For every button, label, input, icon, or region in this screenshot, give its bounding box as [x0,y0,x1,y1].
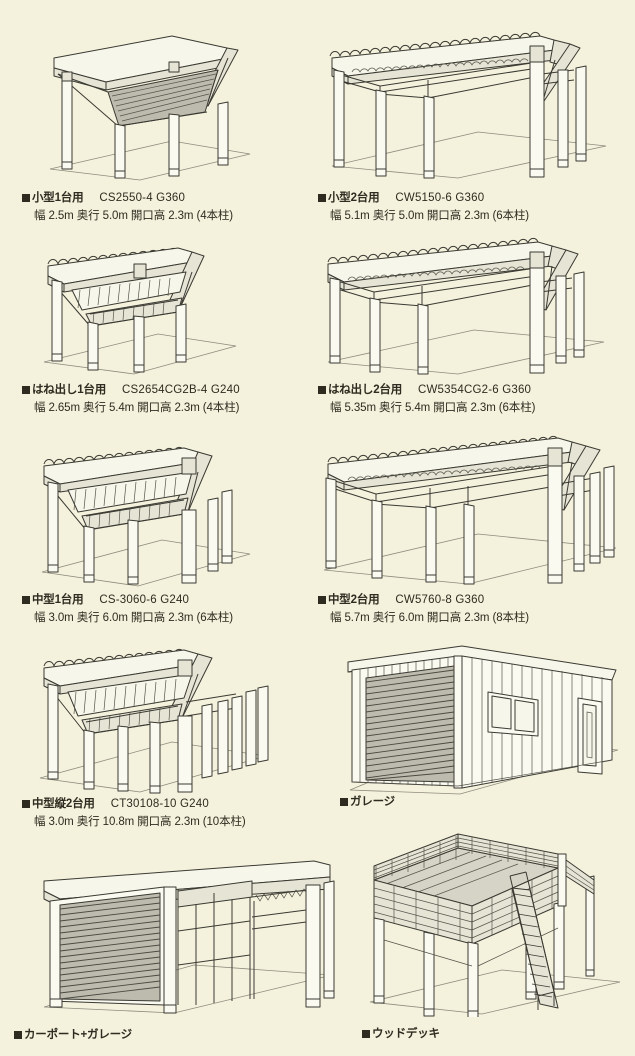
caption-garage: ガレージ [340,794,395,812]
bullet-icon [22,386,30,395]
product-cell-garage[interactable]: ガレージ [340,640,630,812]
illustration-carport-medium-1car [22,428,272,588]
caption-cw5354: はね出し2台用 CW5354CG2-6 G360 幅 5.35m 奥行 5.4m … [318,382,535,418]
illustration-carport-medium-2car [318,428,628,588]
caption-cs2550: 小型1台用 CS2550-4 G360 幅 2.5m 奥行 5.0m 開口高 2.… [22,190,233,226]
product-specs: 幅 5.1m 奥行 5.0m 開口高 2.3m (6本柱) [330,210,530,223]
product-name: はね出し1台用 [32,384,106,397]
product-cell-cs2550[interactable]: 小型1台用 CS2550-4 G360 幅 2.5m 奥行 5.0m 開口高 2.… [22,14,302,226]
product-code: CS-3060-6 G240 [99,594,190,607]
product-name: はね出し2台用 [328,384,402,397]
bullet-icon [318,596,326,605]
product-code: CW5354CG2-6 G360 [418,384,532,397]
caption-carport-garage: カーポート+ガレージ [14,1027,132,1045]
bullet-icon [22,596,30,605]
bullet-icon [318,194,326,203]
illustration-garage [340,640,625,795]
product-cell-cs2654[interactable]: はね出し1台用 CS2654CG2B-4 G240 幅 2.65m 奥行 5.4m… [22,226,312,418]
product-specs: 幅 2.5m 奥行 5.0m 開口高 2.3m (4本柱) [34,210,234,223]
product-cell-wood-deck[interactable]: ウッドデッキ [362,832,634,1044]
illustration-carport-plus-garage [14,855,344,1015]
caption-cs2654: はね出し1台用 CS2654CG2B-4 G240 幅 2.65m 奥行 5.4m… [22,382,240,418]
caption-cw5150: 小型2台用 CW5150-6 G360 幅 5.1m 奥行 5.0m 開口高 2.… [318,190,529,226]
product-name: 中型縦2台用 [32,798,95,811]
product-name: 小型2台用 [328,192,380,205]
product-specs: 幅 3.0m 奥行 6.0m 開口高 2.3m (6本柱) [34,612,234,625]
product-specs: 幅 5.35m 奥行 5.4m 開口高 2.3m (6本柱) [330,402,536,415]
illustration-carport-small-2car [318,14,618,182]
product-cell-cs3060[interactable]: 中型1台用 CS-3060-6 G240 幅 3.0m 奥行 6.0m 開口高 2… [22,428,312,628]
product-cell-ct30108[interactable]: 中型縦2台用 CT30108-10 G240 幅 3.0m 奥行 10.8m 開口… [22,632,322,832]
product-name: 小型1台用 [32,192,84,205]
illustration-carport-medium-tandem-2car [22,632,287,794]
product-name: 中型1台用 [32,594,84,607]
product-code: CS2654CG2B-4 G240 [122,384,240,397]
product-cell-carport-garage[interactable]: カーポート+ガレージ [14,855,344,1045]
product-specs: 幅 2.65m 奥行 5.4m 開口高 2.3m (4本柱) [34,402,240,415]
product-code: CW5150-6 G360 [395,192,485,205]
bullet-icon [22,194,30,203]
product-specs: 幅 5.7m 奥行 6.0m 開口高 2.3m (8本柱) [330,612,530,625]
caption-ct30108: 中型縦2台用 CT30108-10 G240 幅 3.0m 奥行 10.8m 開口… [22,796,246,832]
caption-cs3060: 中型1台用 CS-3060-6 G240 幅 3.0m 奥行 6.0m 開口高 2… [22,592,233,628]
illustration-carport-cantilever-2car [318,226,618,376]
product-name: 中型2台用 [328,594,380,607]
caption-cw5760: 中型2台用 CW5760-8 G360 幅 5.7m 奥行 6.0m 開口高 2.… [318,592,529,628]
product-specs: 幅 3.0m 奥行 10.8m 開口高 2.3m (10本柱) [34,816,246,829]
illustration-carport-cantilever-1car [22,226,262,376]
bullet-icon [22,800,30,809]
product-code: CS2550-4 G360 [99,192,186,205]
product-cell-cw5354[interactable]: はね出し2台用 CW5354CG2-6 G360 幅 5.35m 奥行 5.4m … [318,226,623,418]
product-cell-cw5760[interactable]: 中型2台用 CW5760-8 G360 幅 5.7m 奥行 6.0m 開口高 2.… [318,428,623,628]
product-name: カーポート+ガレージ [24,1029,132,1042]
bullet-icon [14,1031,22,1040]
product-code: CW5760-8 G360 [395,594,485,607]
bullet-icon [362,1030,370,1039]
product-cell-cw5150[interactable]: 小型2台用 CW5150-6 G360 幅 5.1m 奥行 5.0m 開口高 2.… [318,14,618,226]
product-name: ガレージ [350,796,395,809]
bullet-icon [340,798,348,807]
illustration-wood-deck [362,832,630,1017]
illustration-carport-small-1car [22,14,262,182]
bullet-icon [318,386,326,395]
caption-wood-deck: ウッドデッキ [362,1026,440,1044]
product-code: CT30108-10 G240 [110,798,209,811]
product-name: ウッドデッキ [372,1028,440,1041]
